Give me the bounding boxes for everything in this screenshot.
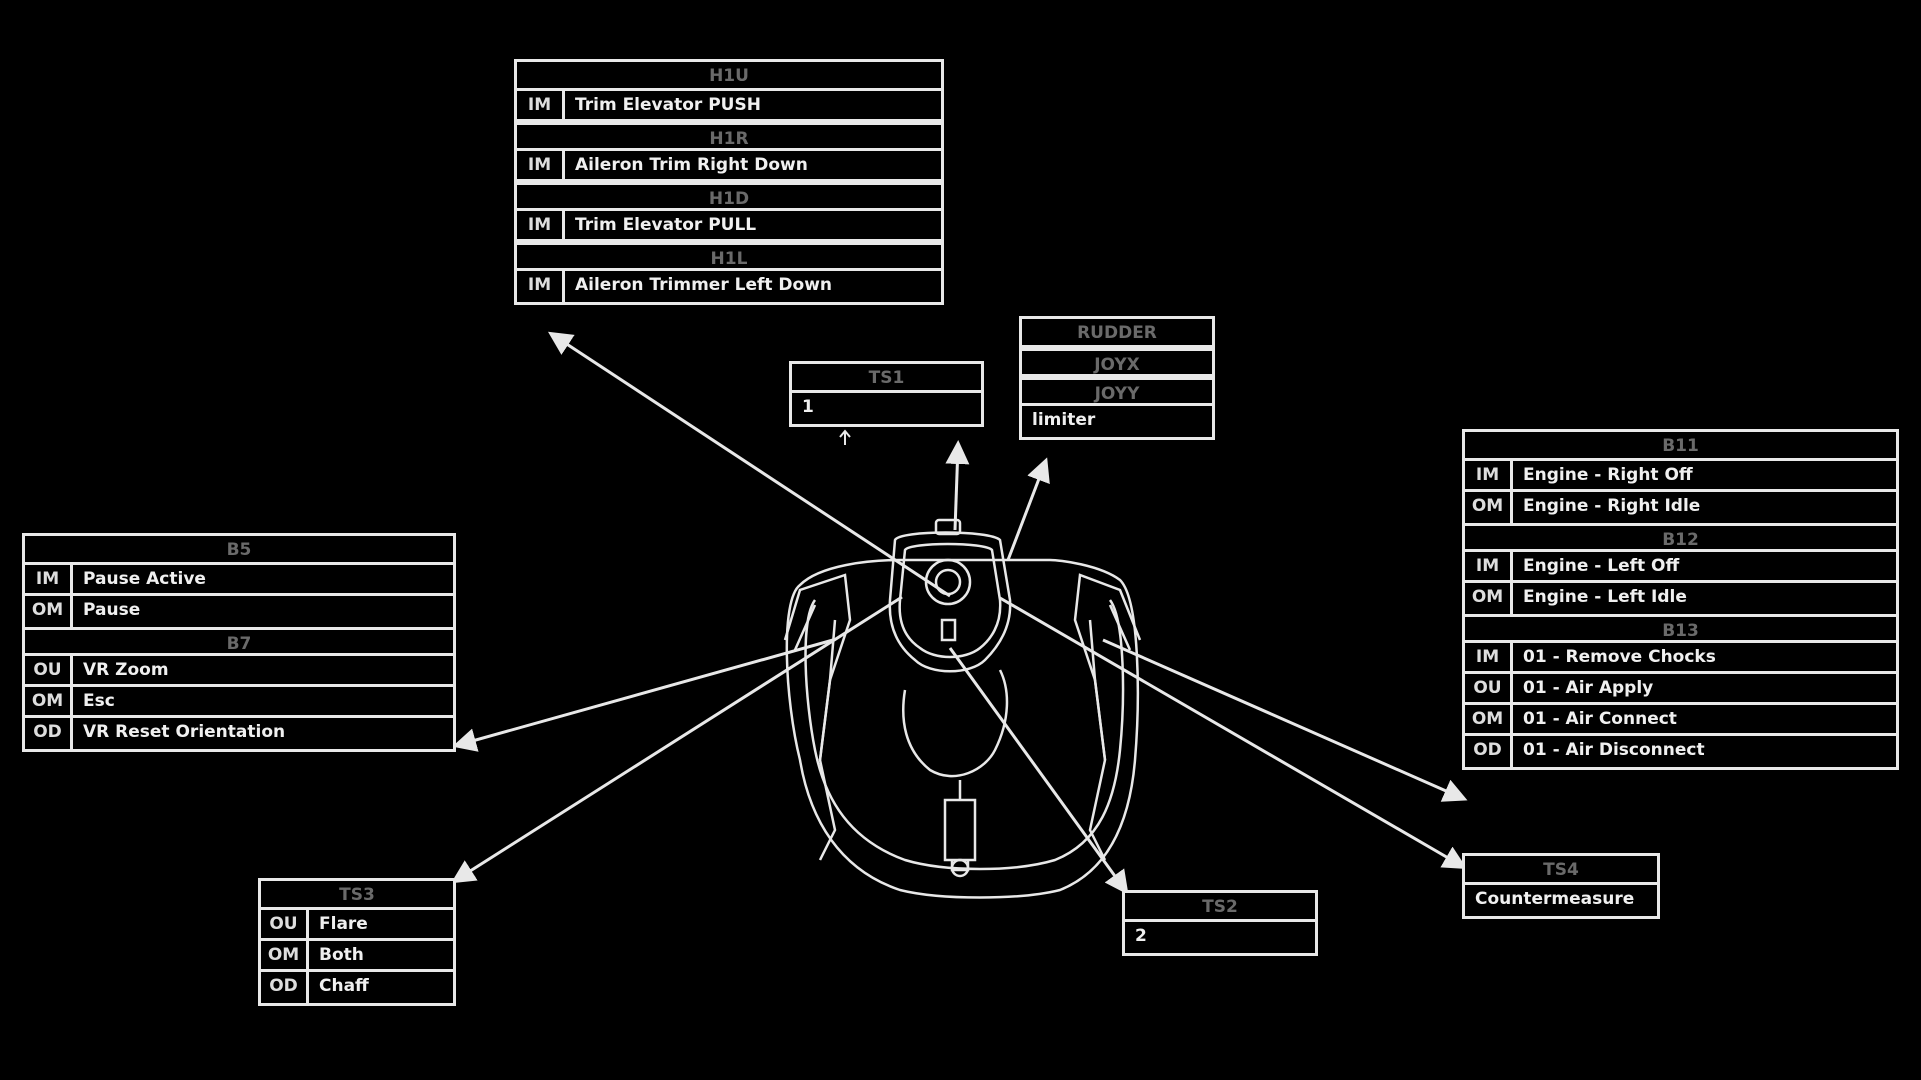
b11-header: B11 xyxy=(1465,432,1896,461)
action-label: VR Reset Orientation xyxy=(83,722,286,742)
mode-label: IM xyxy=(1465,461,1513,489)
mode-label: OM xyxy=(1465,705,1513,733)
mode-label: IM xyxy=(25,565,73,593)
action-label: Engine - Right Off xyxy=(1523,465,1693,485)
mode-label: OM xyxy=(25,687,73,715)
h1d-header: H1D xyxy=(517,182,941,211)
ts2-value: 2 xyxy=(1135,926,1147,946)
ts3-header: TS3 xyxy=(261,881,453,910)
action-label: Pause Active xyxy=(83,569,206,589)
mode-label: OM xyxy=(25,596,73,627)
mode-label: OU xyxy=(261,910,309,938)
b12-header: B12 xyxy=(1465,523,1896,552)
mode-label: IM xyxy=(1465,552,1513,580)
action-label: Both xyxy=(319,945,364,965)
axes-panel: RUDDER JOYX JOYY limiter xyxy=(1019,316,1215,440)
action-label: VR Zoom xyxy=(83,660,169,680)
b7-row: OU VR Zoom xyxy=(25,656,453,687)
b7-row: OD VR Reset Orientation xyxy=(25,718,453,749)
mode-label: IM xyxy=(517,91,565,119)
joyy-header: JOYY xyxy=(1022,377,1212,406)
ts3-panel: TS3 OU Flare OM Both OD Chaff xyxy=(258,878,456,1006)
ts2-panel: TS2 2 xyxy=(1122,890,1318,956)
b7-row: OM Esc xyxy=(25,687,453,718)
action-label: 01 - Air Apply xyxy=(1523,678,1654,698)
mode-label: OD xyxy=(261,972,309,1003)
ts1-header: TS1 xyxy=(792,364,981,393)
b13-row: OM 01 - Air Connect xyxy=(1465,705,1896,736)
mode-label: OM xyxy=(1465,492,1513,523)
ts4-header: TS4 xyxy=(1465,856,1657,885)
h1u-header: H1U xyxy=(517,62,941,91)
ts3-row: OD Chaff xyxy=(261,972,453,1003)
h1l-header: H1L xyxy=(517,242,941,271)
action-label: 01 - Remove Chocks xyxy=(1523,647,1716,667)
h1l-row: IM Aileron Trimmer Left Down xyxy=(517,271,941,302)
h1-hat-panel: H1U IM Trim Elevator PUSH H1R IM Aileron… xyxy=(514,59,944,305)
b13-row: IM 01 - Remove Chocks xyxy=(1465,643,1896,674)
mode-label: IM xyxy=(517,151,565,179)
mode-label: IM xyxy=(1465,643,1513,671)
rudder-header: RUDDER xyxy=(1022,319,1212,348)
h1d-row: IM Trim Elevator PULL xyxy=(517,211,941,242)
b5-row: IM Pause Active xyxy=(25,565,453,596)
ts3-row: OM Both xyxy=(261,941,453,972)
b11-b13-panel: B11 IM Engine - Right Off OM Engine - Ri… xyxy=(1462,429,1899,770)
b12-row: OM Engine - Left Idle xyxy=(1465,583,1896,614)
mode-label: OU xyxy=(1465,674,1513,702)
mode-label: OD xyxy=(1465,736,1513,767)
b13-header: B13 xyxy=(1465,614,1896,643)
action-label: Pause xyxy=(83,600,141,620)
ts3-row: OU Flare xyxy=(261,910,453,941)
action-label: Trim Elevator PUSH xyxy=(575,95,761,115)
ts2-header: TS2 xyxy=(1125,893,1315,922)
action-label: 01 - Air Disconnect xyxy=(1523,740,1705,760)
mode-label: OD xyxy=(25,718,73,749)
b13-row: OD 01 - Air Disconnect xyxy=(1465,736,1896,767)
action-label: Engine - Left Off xyxy=(1523,556,1680,576)
connector-lines xyxy=(450,331,1468,895)
mode-label: IM xyxy=(517,211,565,239)
joystick-stick xyxy=(888,518,1012,878)
b13-row: OU 01 - Air Apply xyxy=(1465,674,1896,705)
mode-label: IM xyxy=(517,271,565,302)
b5-header: B5 xyxy=(25,536,453,565)
b5-b7-panel: B5 IM Pause Active OM Pause B7 OU VR Zoo… xyxy=(22,533,456,752)
axes-value: limiter xyxy=(1032,410,1096,430)
action-label: Engine - Left Idle xyxy=(1523,587,1687,607)
action-label: Aileron Trimmer Left Down xyxy=(575,275,833,295)
ts4-panel: TS4 Countermeasure xyxy=(1462,853,1660,919)
mode-label: OM xyxy=(1465,583,1513,614)
ts4-value: Countermeasure xyxy=(1475,889,1635,909)
action-label: Esc xyxy=(83,691,115,711)
b7-header: B7 xyxy=(25,627,453,656)
ts1-value: 1 xyxy=(802,397,814,417)
action-label: Engine - Right Idle xyxy=(1523,496,1701,516)
action-label: Flare xyxy=(319,914,368,934)
joyx-header: JOYX xyxy=(1022,348,1212,377)
b11-row: IM Engine - Right Off xyxy=(1465,461,1896,492)
mode-label: OM xyxy=(261,941,309,969)
h1u-row: IM Trim Elevator PUSH xyxy=(517,91,941,122)
action-label: Trim Elevator PULL xyxy=(575,215,757,235)
ts1-panel: TS1 1 xyxy=(789,361,984,427)
action-label: Aileron Trim Right Down xyxy=(575,155,808,175)
action-label: 01 - Air Connect xyxy=(1523,709,1677,729)
h1r-header: H1R xyxy=(517,122,941,151)
h1r-row: IM Aileron Trim Right Down xyxy=(517,151,941,182)
b5-row: OM Pause xyxy=(25,596,453,627)
b12-row: IM Engine - Left Off xyxy=(1465,552,1896,583)
b11-row: OM Engine - Right Idle xyxy=(1465,492,1896,523)
action-label: Chaff xyxy=(319,976,369,996)
joystick-base-outline xyxy=(783,558,1142,899)
ts1-small-arrow xyxy=(839,429,851,445)
mode-label: OU xyxy=(25,656,73,684)
